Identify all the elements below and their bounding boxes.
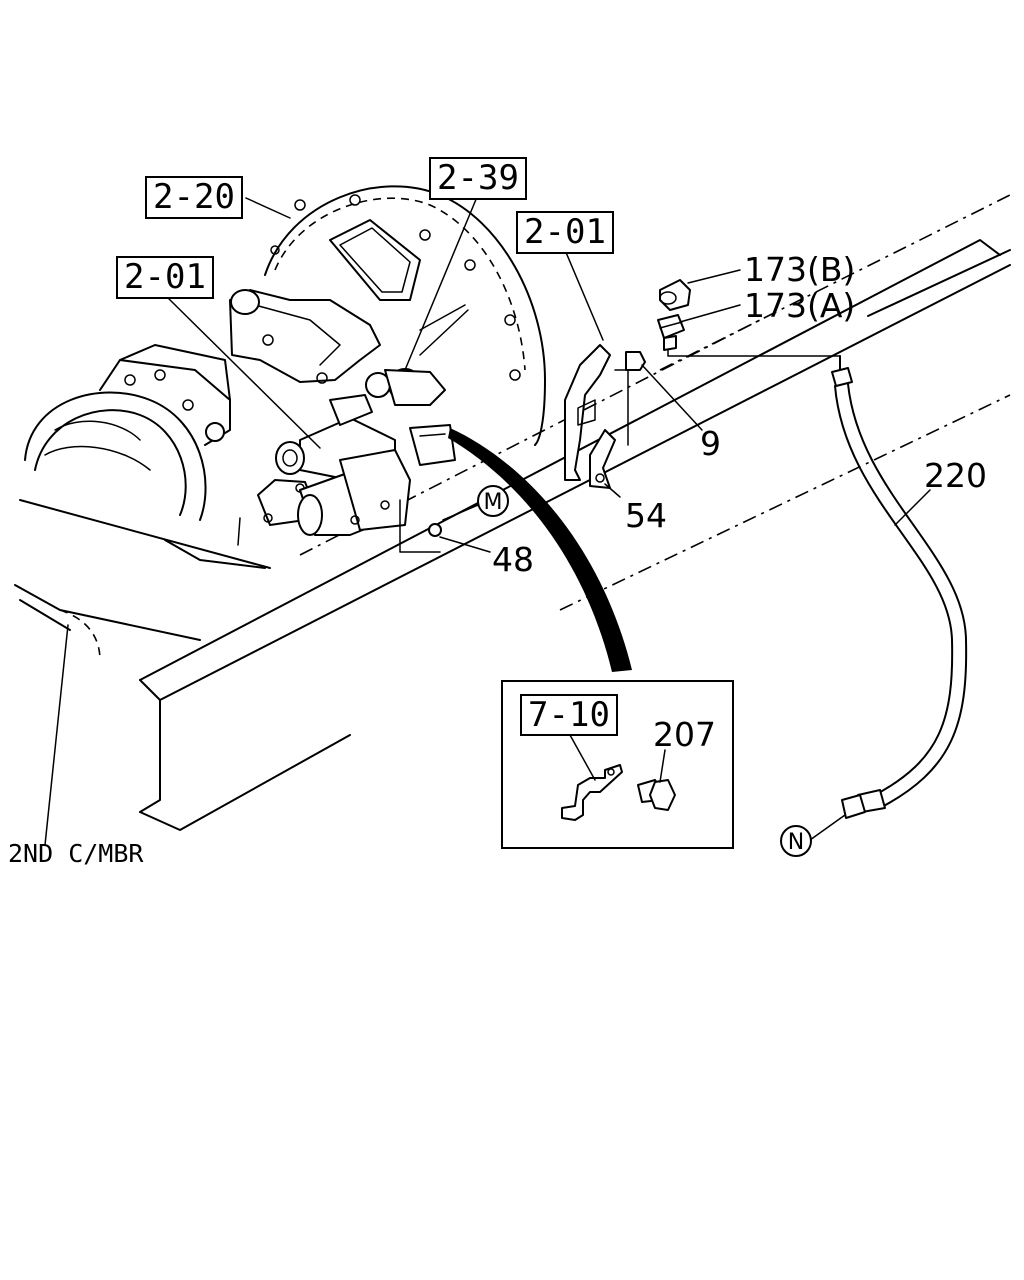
hose-220 [831, 355, 968, 819]
part-label-54: 54 [625, 496, 667, 535]
fittings-173 [657, 279, 841, 357]
detail-leader-arc [448, 428, 632, 672]
ref-box-2-39: 2-39 [429, 157, 527, 200]
part-label-9: 9 [700, 424, 721, 463]
ref-label-2-39: 2-39 [437, 158, 519, 198]
ref-box-2-20: 2-20 [145, 176, 243, 219]
cross-member-caption: 2ND C/MBR [8, 839, 144, 868]
ref-box-7-10: 7-10 [520, 694, 618, 736]
part-label-48: 48 [492, 540, 534, 579]
ref-label-7-10: 7-10 [528, 695, 610, 735]
actuator-cylinder [257, 449, 441, 553]
connector-n: N [780, 825, 812, 857]
bracket-assembly [564, 344, 646, 489]
leader-lines [165, 196, 931, 841]
bell-housing [264, 185, 546, 446]
connector-n-label: N [788, 830, 804, 855]
shift-unit [229, 289, 456, 481]
connector-m: M [477, 485, 509, 517]
part-label-173a: 173(A) [744, 286, 855, 325]
frame-rail [139, 194, 1011, 831]
ref-label-2-01-left: 2-01 [124, 257, 206, 297]
ref-box-2-01-left: 2-01 [116, 256, 214, 299]
ref-label-2-01-right: 2-01 [524, 212, 606, 252]
second-cross-member [14, 499, 271, 846]
transmission-housing [24, 344, 266, 569]
part-label-207: 207 [653, 715, 716, 754]
part-label-220: 220 [924, 456, 987, 495]
connector-m-label: M [484, 490, 503, 515]
part-label-173b: 173(B) [744, 250, 855, 289]
ref-box-2-01-right: 2-01 [516, 211, 614, 254]
ref-label-2-20: 2-20 [153, 177, 235, 217]
